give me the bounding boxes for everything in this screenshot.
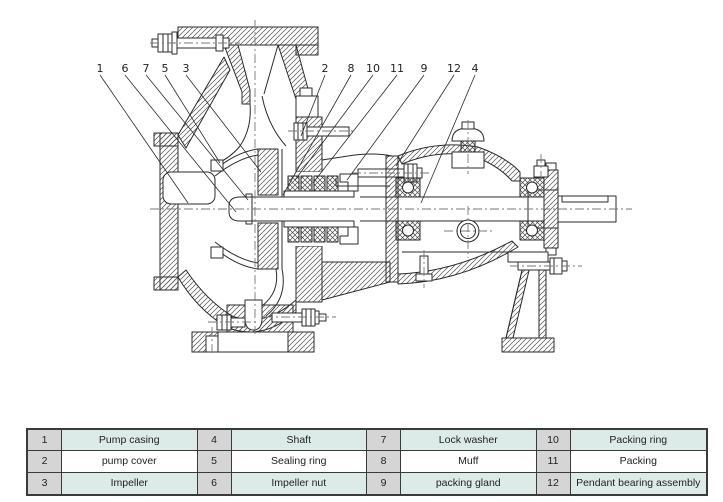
part-name-cell: pump cover [62, 451, 198, 473]
leader-line [145, 74, 249, 201]
part-number-cell: 2 [28, 451, 62, 473]
part-name-cell: Packing [570, 451, 706, 473]
part-number-cell: 4 [197, 430, 232, 452]
callout-10: 10 [294, 62, 380, 181]
leader-line [420, 74, 476, 204]
part-name-cell: Pendant bearing assembly [570, 472, 706, 494]
part-number-cell: 6 [197, 472, 232, 494]
leader-line [282, 74, 352, 196]
pump-drawing [151, 26, 617, 353]
part-number-cell: 11 [536, 451, 571, 473]
leader-line [346, 74, 425, 181]
part-number-cell: 1 [28, 430, 62, 452]
callout-9: 9 [346, 62, 428, 181]
callout-7: 7 [143, 62, 249, 201]
support-foot [501, 251, 568, 353]
leader-line [294, 74, 374, 181]
callout-number: 9 [421, 62, 428, 75]
callout-3: 3 [183, 62, 262, 173]
pump-cover [295, 116, 323, 303]
pump-cross-section-diagram: 1 6 75 3 2 8 10 11 9 12 4 [97, 20, 632, 356]
callout-1: 1 [97, 62, 189, 204]
callout-number: 6 [122, 62, 129, 75]
bearing-housing [385, 121, 559, 285]
callout-8: 8 [282, 62, 355, 196]
part-number-cell: 12 [536, 472, 571, 494]
part-number-cell: 5 [197, 451, 232, 473]
part-name-cell: Pump casing [62, 430, 198, 452]
callout-number: 1 [97, 62, 104, 75]
leader-line [300, 74, 326, 137]
part-number-cell: 3 [28, 472, 62, 494]
callout-6: 6 [122, 62, 237, 213]
casing-bolt [293, 122, 350, 141]
leader-line [124, 74, 237, 213]
part-number-cell: 8 [367, 451, 401, 473]
part-name-cell: Muff [401, 451, 537, 473]
callout-number: 2 [322, 62, 329, 75]
part-name-cell: packing gland [401, 472, 537, 494]
callout-2: 2 [300, 62, 329, 137]
part-name-cell: Sealing ring [231, 451, 367, 473]
callout-number: 4 [472, 62, 479, 75]
callout-number: 12 [447, 62, 461, 75]
leader-line [185, 74, 262, 173]
part-name-cell: Shaft [231, 430, 367, 452]
callout-number: 10 [366, 62, 380, 75]
callout-4: 4 [420, 62, 479, 204]
pedestal-base [191, 299, 327, 353]
part-name-cell: Lock washer [401, 430, 537, 452]
part-number-cell: 9 [367, 472, 401, 494]
callout-number: 8 [348, 62, 355, 75]
leader-line [395, 74, 455, 167]
callout-number: 7 [143, 62, 150, 75]
callout-number: 11 [390, 62, 404, 75]
part-number-cell: 10 [536, 430, 571, 452]
part-name-cell: Packing ring [570, 430, 706, 452]
callout-number: 3 [183, 62, 190, 75]
callout-number: 5 [162, 62, 169, 75]
ball-bearings [395, 177, 545, 241]
leader-line [99, 74, 189, 204]
callout-11: 11 [312, 62, 404, 184]
leader-line [312, 74, 398, 184]
part-name-cell: Impeller nut [231, 472, 367, 494]
callout-12: 12 [395, 62, 461, 167]
callout-5: 5 [162, 62, 221, 164]
leader-line [164, 74, 221, 164]
impeller [210, 148, 284, 317]
part-name-cell: Impeller [62, 472, 198, 494]
stuffing-box [283, 163, 423, 246]
part-number-cell: 7 [367, 430, 401, 452]
centerlines [150, 20, 632, 356]
